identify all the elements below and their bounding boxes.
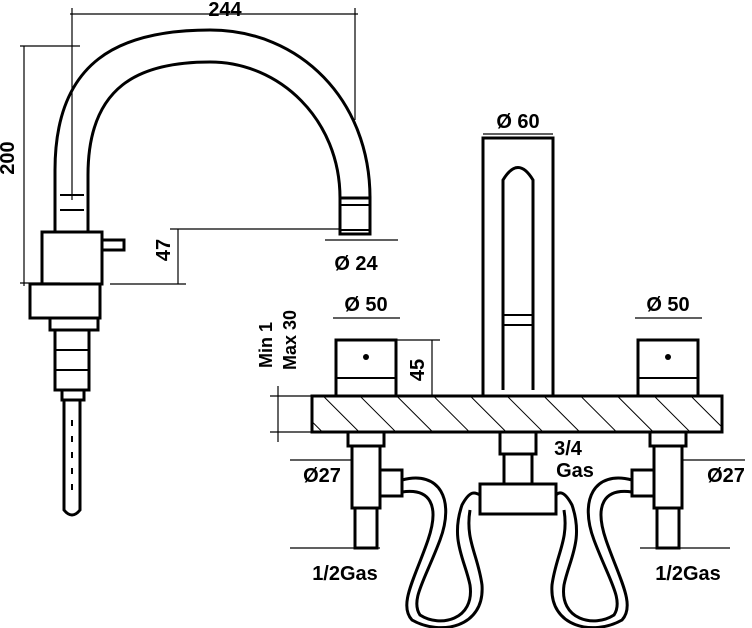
left-outlet-label: 1/2Gas: [312, 563, 378, 585]
right-hose-loop-outer: [550, 489, 633, 628]
width-dim-label: 244: [208, 0, 242, 21]
left-hose-loop: [401, 476, 481, 623]
left-inlet-label: Ø27: [303, 465, 341, 487]
deck-plate: [28, 282, 102, 320]
left-outlet: [353, 506, 379, 550]
right-inlet-label: Ø27: [707, 465, 745, 487]
deck-max-label: Max 30: [280, 310, 300, 370]
right-valve-body: [652, 444, 684, 510]
center-lock-nut: [498, 430, 538, 456]
left-side-connector: [378, 468, 404, 498]
right-lock-nut: [648, 430, 688, 448]
spout-dia-label: Ø 60: [496, 111, 539, 133]
left-hose-loop-outer: [401, 489, 484, 628]
left-valve-body: [350, 444, 382, 510]
handle-height-label: 45: [407, 359, 429, 381]
countertop-deck: [310, 394, 724, 434]
right-outlet-label: 1/2Gas: [655, 563, 721, 585]
valve-lever: [100, 238, 126, 252]
spout-front: [481, 136, 555, 398]
tip-dia-label: Ø 24: [334, 253, 378, 275]
deck-min-label: Min 1: [256, 322, 276, 368]
right-hose-loop: [554, 476, 633, 623]
spout-inner: [86, 60, 342, 232]
valve-body: [40, 230, 104, 286]
base-dim-label: 47: [153, 239, 175, 261]
right-handle-indicator: [665, 354, 671, 360]
lock-nut: [48, 316, 100, 332]
right-outlet: [655, 506, 681, 550]
supply-hose: [62, 400, 82, 517]
shank: [53, 328, 91, 392]
spout-tip: [338, 196, 372, 236]
center-conn-unit: Gas: [556, 460, 594, 482]
spout-front-inner: [501, 166, 535, 390]
height-dim-label: 200: [0, 141, 19, 174]
left-handle: [334, 338, 398, 398]
left-lock-nut: [346, 430, 386, 448]
center-nipple: [502, 452, 534, 486]
right-handle: [636, 338, 700, 398]
side-view: 244 200 47 Ø 24: [0, 0, 398, 517]
center-tee: [478, 482, 558, 516]
right-handle-dia-label: Ø 50: [646, 294, 689, 316]
right-side-connector: [630, 468, 656, 498]
shank-end: [60, 388, 86, 402]
center-conn-label: 3/4: [554, 438, 583, 460]
left-handle-dia-label: Ø 50: [344, 294, 387, 316]
spout-outer: [53, 28, 372, 232]
front-view: Min 1 Max 30 Ø 60 Ø 50 45 Ø 50 Ø27 1/2Ga…: [256, 111, 745, 628]
left-handle-indicator: [363, 354, 369, 360]
